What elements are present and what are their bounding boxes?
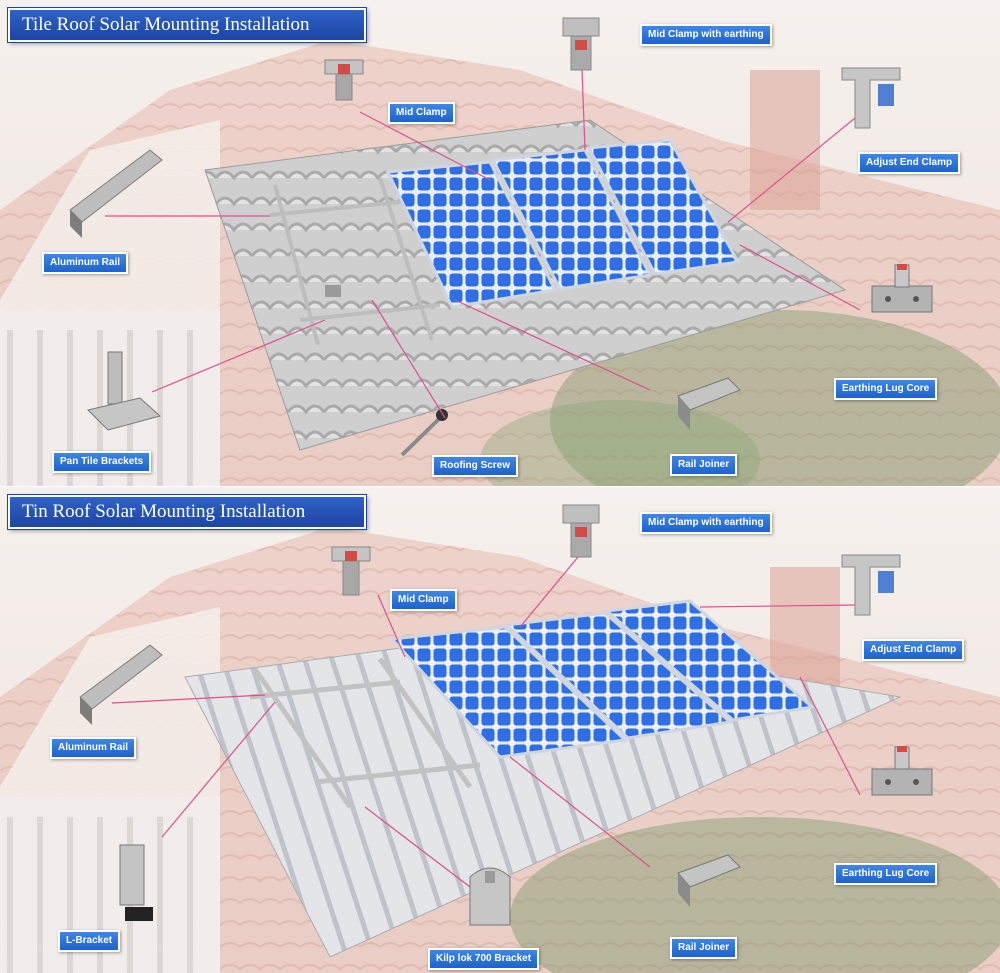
label-mid-clamp-earthing: Mid Clamp with earthing bbox=[640, 24, 772, 46]
tile-roof-scene bbox=[0, 0, 1000, 486]
tin-roof-scene bbox=[0, 487, 1000, 973]
adjust-end-clamp-icon bbox=[841, 554, 901, 616]
label-earthing-lug-core: Earthing Lug Core bbox=[834, 378, 938, 400]
rail-joiner-icon bbox=[677, 854, 741, 907]
l-bracket-icon bbox=[119, 844, 153, 921]
label-adjust-end-clamp: Adjust End Clamp bbox=[862, 639, 965, 661]
leader-lines bbox=[105, 69, 861, 419]
label-mid-clamp-earthing: Mid Clamp with earthing bbox=[640, 512, 772, 534]
mid-clamp-icon bbox=[331, 546, 371, 596]
page-title: Tile Roof Solar Mounting Installation bbox=[8, 8, 366, 42]
earthing-lug-core-icon bbox=[871, 264, 933, 313]
mid-clamp-earthing-icon bbox=[562, 504, 600, 558]
label-l-bracket: L-Bracket bbox=[58, 930, 121, 952]
rail-joiner-icon bbox=[677, 377, 741, 430]
label-adjust-end-clamp: Adjust End Clamp bbox=[858, 152, 961, 174]
label-pan-tile-brackets: Pan Tile Brackets bbox=[52, 451, 152, 473]
mid-clamp-earthing-icon bbox=[562, 17, 600, 71]
earthing-lug-core-icon bbox=[871, 746, 933, 796]
tin-roof-panel: Tin Roof Solar Mounting Installation Mid… bbox=[0, 487, 1000, 973]
mid-clamp-icon bbox=[324, 59, 364, 101]
label-rail-joiner: Rail Joiner bbox=[670, 454, 738, 476]
aluminum-rail-icon bbox=[69, 149, 163, 238]
label-kilp-lok-bracket: Kilp lok 700 Bracket bbox=[428, 948, 540, 970]
label-mid-clamp: Mid Clamp bbox=[390, 589, 457, 611]
label-earthing-lug-core: Earthing Lug Core bbox=[834, 863, 938, 885]
label-mid-clamp: Mid Clamp bbox=[388, 102, 455, 124]
panel-divider bbox=[0, 486, 1000, 487]
adjust-end-clamp-icon bbox=[841, 67, 901, 129]
label-rail-joiner: Rail Joiner bbox=[670, 937, 738, 959]
pan-tile-bracket-icon bbox=[87, 351, 162, 431]
label-roofing-screw: Roofing Screw bbox=[432, 455, 519, 477]
tile-roof-panel: Tile Roof Solar Mounting Installation Mi… bbox=[0, 0, 1000, 486]
leader-lines bbox=[111, 556, 861, 888]
label-aluminum-rail: Aluminum Rail bbox=[42, 252, 129, 274]
aluminum-rail-icon bbox=[79, 644, 163, 725]
label-aluminum-rail: Aluminum Rail bbox=[50, 737, 137, 759]
page-title: Tin Roof Solar Mounting Installation bbox=[8, 495, 366, 529]
kilp-lok-bracket-icon bbox=[469, 867, 511, 926]
